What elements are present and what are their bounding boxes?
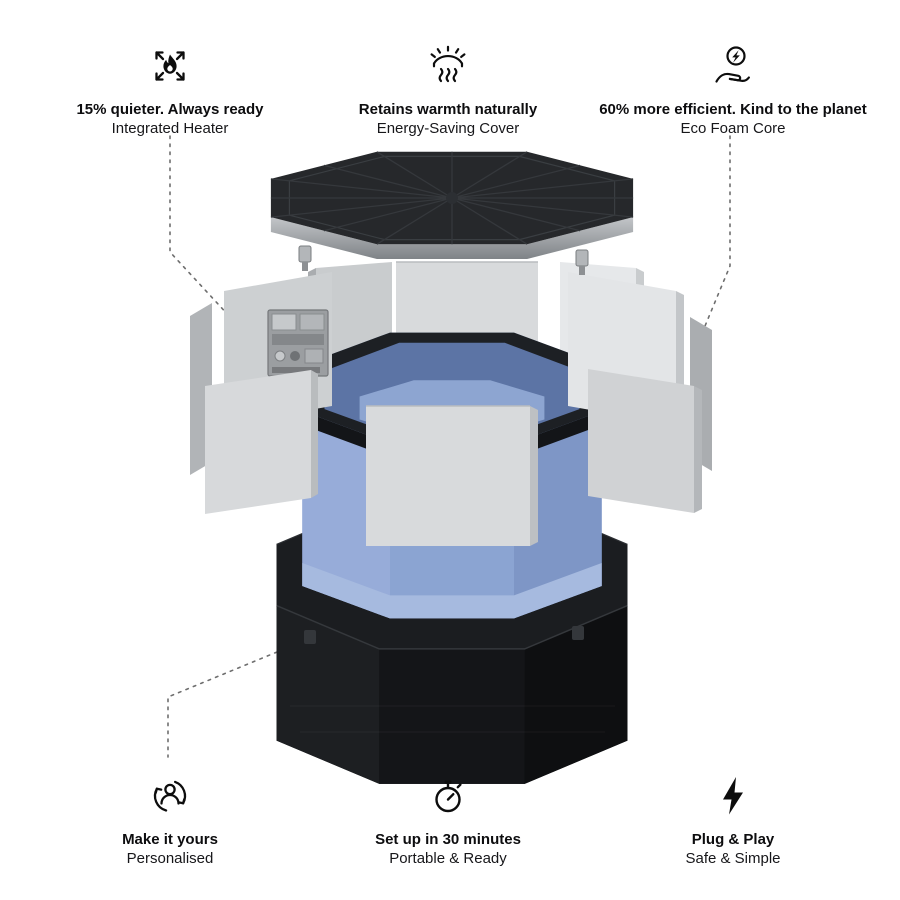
feature-subline: Energy-Saving Cover [376,120,520,137]
feature-plug-and-play: Plug & Play Safe & Simple [583,772,883,868]
personalised-icon [146,772,194,820]
foam-panel-left-lower-edge [311,370,318,498]
feature-energy-saving-cover: Retains warmth naturally Energy-Saving C… [298,42,598,138]
foam-panel-back-center [396,262,538,352]
cover-rim [270,217,634,259]
cover-clips [298,245,589,275]
connector-eco-foam-core [694,135,731,351]
energy-saving-cover [270,151,634,275]
base-facet-center [379,648,525,784]
base-badge-left [304,630,316,644]
feature-setup-time: Set up in 30 minutes Portable & Ready [298,772,598,868]
energy-saving-cover-icon [424,42,472,90]
foam-panel-front-center [366,406,530,546]
foam-panel-front-edge [530,406,538,546]
feature-headline: Plug & Play [691,831,775,848]
foam-panel-right-lower [588,369,694,513]
setup-timer-icon [424,772,472,820]
feature-headline: Make it yours [122,831,218,848]
base-facet-left [276,605,380,784]
base-badge-right [572,626,584,640]
foam-panel-right-lower-edge [694,386,702,513]
heater-unit [267,309,329,377]
feature-subline: Portable & Ready [389,850,507,867]
foam-panel-left-lower [205,370,311,514]
plug-and-play-icon [709,772,757,820]
feature-headline: 60% more efficient. Kind to the planet [599,101,867,118]
feature-headline: 15% quieter. Always ready [76,101,264,118]
feature-subline: Personalised [126,850,214,867]
connector-personalised [167,651,278,758]
feature-subline: Eco Foam Core [680,120,786,137]
feature-personalised: Make it yours Personalised [20,772,320,868]
feature-headline: Set up in 30 minutes [375,831,521,848]
cover-center-cap [446,192,458,204]
integrated-heater-icon [146,42,194,90]
feature-subline: Integrated Heater [111,120,229,137]
eco-foam-core-icon [709,42,757,90]
base-facet-right [524,605,628,784]
liner-skirt [302,563,602,619]
feature-eco-foam-core: 60% more efficient. Kind to the planet E… [583,42,883,138]
feature-integrated-heater: 15% quieter. Always ready Integrated Hea… [20,42,320,138]
foam-panels-sides [190,272,712,546]
cover-creases [270,151,634,245]
feature-headline: Retains warmth naturally [358,101,538,118]
feature-subline: Safe & Simple [685,850,781,867]
dashed-connectors [167,135,731,758]
